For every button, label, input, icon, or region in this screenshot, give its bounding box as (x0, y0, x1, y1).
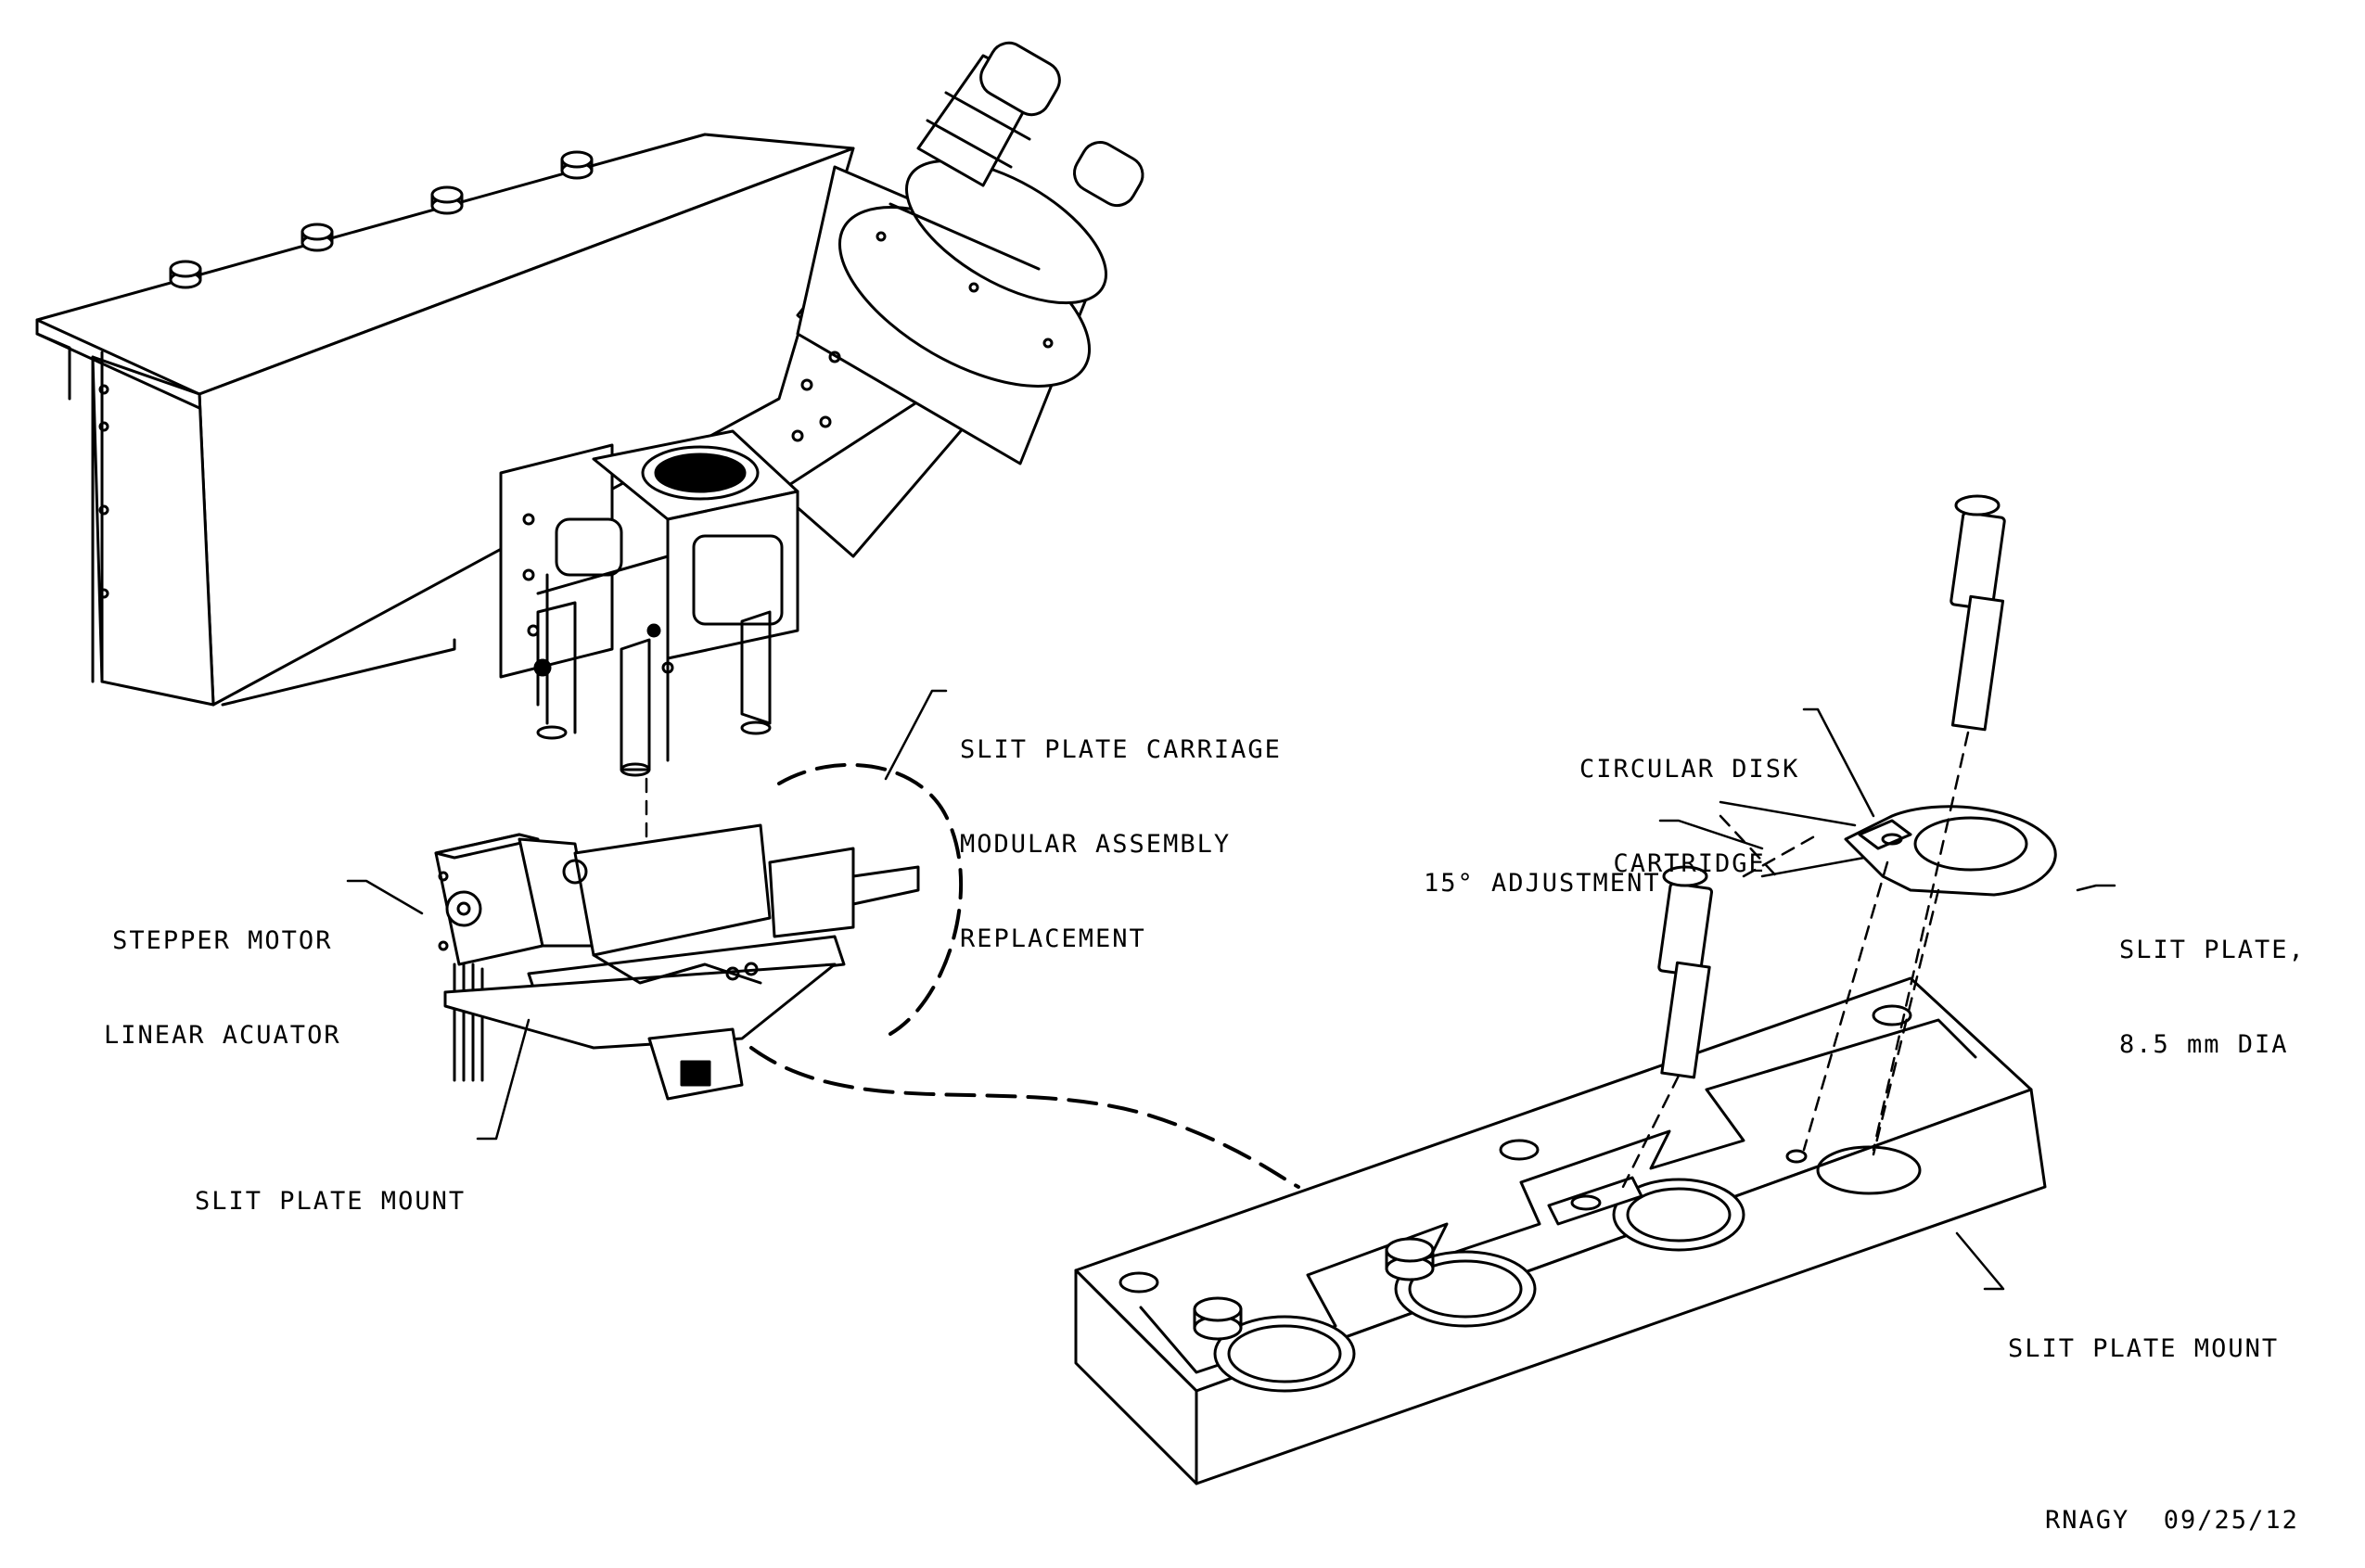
label-line: SLIT PLATE CARRIAGE (960, 735, 1282, 764)
label-slit-plate-dia: SLIT PLATE, 8.5 mm DIA (2119, 872, 2306, 1092)
leader-lines (346, 689, 2116, 1291)
label-line: RNAGY 09/25/12 (2045, 1506, 2299, 1535)
camera-assembly (777, 41, 1144, 558)
slit-plate-mount (1074, 976, 2047, 1485)
label-line: REPLACEMENT (960, 924, 1146, 953)
cap-screw-middle (1657, 865, 1714, 1079)
label-slit-plate-mount-right: SLIT PLATE MOUNT (2008, 1270, 2279, 1396)
label-line: MODULAR ASSEMBLY (960, 830, 1232, 859)
label-slit-plate-mount-left: SLIT PLATE MOUNT (195, 1123, 466, 1249)
linear-actuator-module (434, 823, 920, 1101)
carriage-bracket (499, 429, 799, 777)
label-line: STEPPER MOTOR (112, 926, 333, 955)
spectrometer-housing (35, 133, 855, 707)
cap-screw-top (1950, 494, 2006, 732)
label-slit-plate-carriage: SLIT PLATE CARRIAGE MODULAR ASSEMBLY REP… (960, 671, 1282, 987)
label-line: SLIT PLATE, (2119, 936, 2306, 964)
label-line: SLIT PLATE MOUNT (2008, 1334, 2280, 1363)
mount-screws (1193, 1237, 1435, 1341)
explode-lines (1621, 731, 1970, 1189)
label-line: LINEAR ACUATOR (104, 1021, 341, 1050)
label-circular-disk-cartridge: CIRCULAR DISK CARTRIDGE (1579, 691, 1799, 911)
disk-cartridge (1844, 805, 2057, 897)
label-line: 8.5 mm DIA (2119, 1030, 2289, 1059)
label-line: SLIT PLATE MOUNT (195, 1187, 467, 1216)
detail-callout (749, 762, 1300, 1189)
label-15-degree-adjustment: 15° ADJUSTMENT (1424, 805, 1661, 931)
label-stepper-motor: STEPPER MOTOR LINEAR ACUATOR (104, 862, 341, 1083)
label-line: 15° ADJUSTMENT (1424, 869, 1661, 898)
label-line: CARTRIDGE (1613, 849, 1766, 878)
label-line: CIRCULAR DISK (1579, 755, 1800, 784)
housing-screws (169, 150, 594, 289)
drawing-signature: RNAGY 09/25/12 (2045, 1442, 2299, 1568)
assembly-drawing (35, 41, 2116, 1485)
